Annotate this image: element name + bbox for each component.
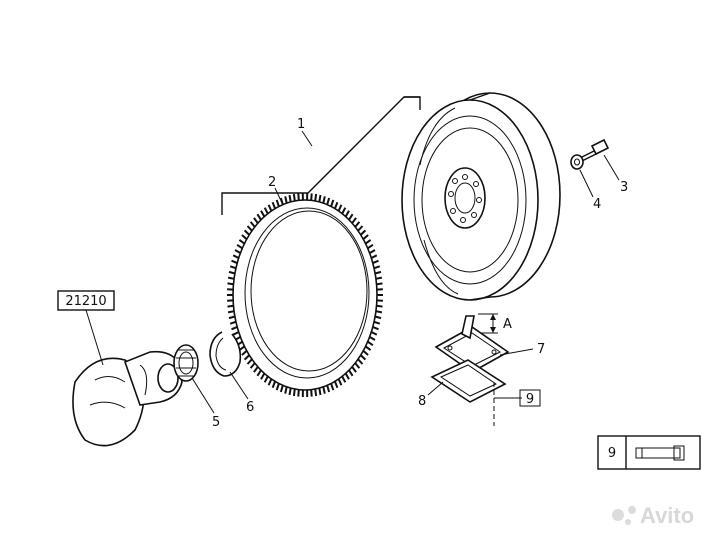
watermark-text: Avito	[640, 503, 694, 528]
legend-box-number: 9	[608, 446, 616, 461]
leader-6	[229, 371, 249, 400]
section-line-9	[493, 382, 541, 426]
watermark: Avito	[612, 503, 694, 528]
dimension-label: A	[503, 317, 512, 332]
callout-2: 2	[268, 175, 276, 190]
cover-plate	[434, 315, 510, 373]
pilot-bearing	[173, 344, 199, 382]
washer	[570, 154, 584, 170]
callout-8: 8	[418, 394, 426, 409]
callout-1: 1	[297, 117, 305, 132]
callout-7: 7	[537, 342, 545, 357]
leader-2	[274, 187, 284, 206]
ring-gear-teeth	[227, 192, 383, 398]
leader-5	[191, 377, 215, 414]
ring-gear	[227, 192, 383, 398]
ref-box-label: 21210	[65, 294, 106, 309]
dimension-a	[478, 313, 498, 334]
leader-4	[579, 169, 594, 198]
crankshaft	[72, 350, 183, 447]
leader-ref	[85, 309, 104, 366]
leader-3	[603, 154, 620, 181]
gasket	[430, 359, 507, 403]
callout-9: 9	[526, 392, 534, 407]
snap-ring	[209, 331, 242, 377]
legend-box: 9	[597, 435, 701, 470]
callout-4: 4	[593, 197, 601, 212]
flywheel	[401, 92, 561, 301]
callout-3: 3	[620, 180, 628, 195]
leader-1	[301, 130, 313, 147]
callout-5: 5	[212, 415, 220, 430]
flywheel-bolt	[579, 138, 610, 162]
bolt-icon	[635, 445, 685, 461]
callout-6: 6	[246, 400, 254, 415]
leader-7	[499, 348, 534, 356]
ref-box-21210: 21210	[57, 290, 115, 311]
leader-8	[427, 381, 444, 396]
gear-tooth-marks	[227, 192, 383, 398]
assembly-bracket	[221, 96, 421, 215]
